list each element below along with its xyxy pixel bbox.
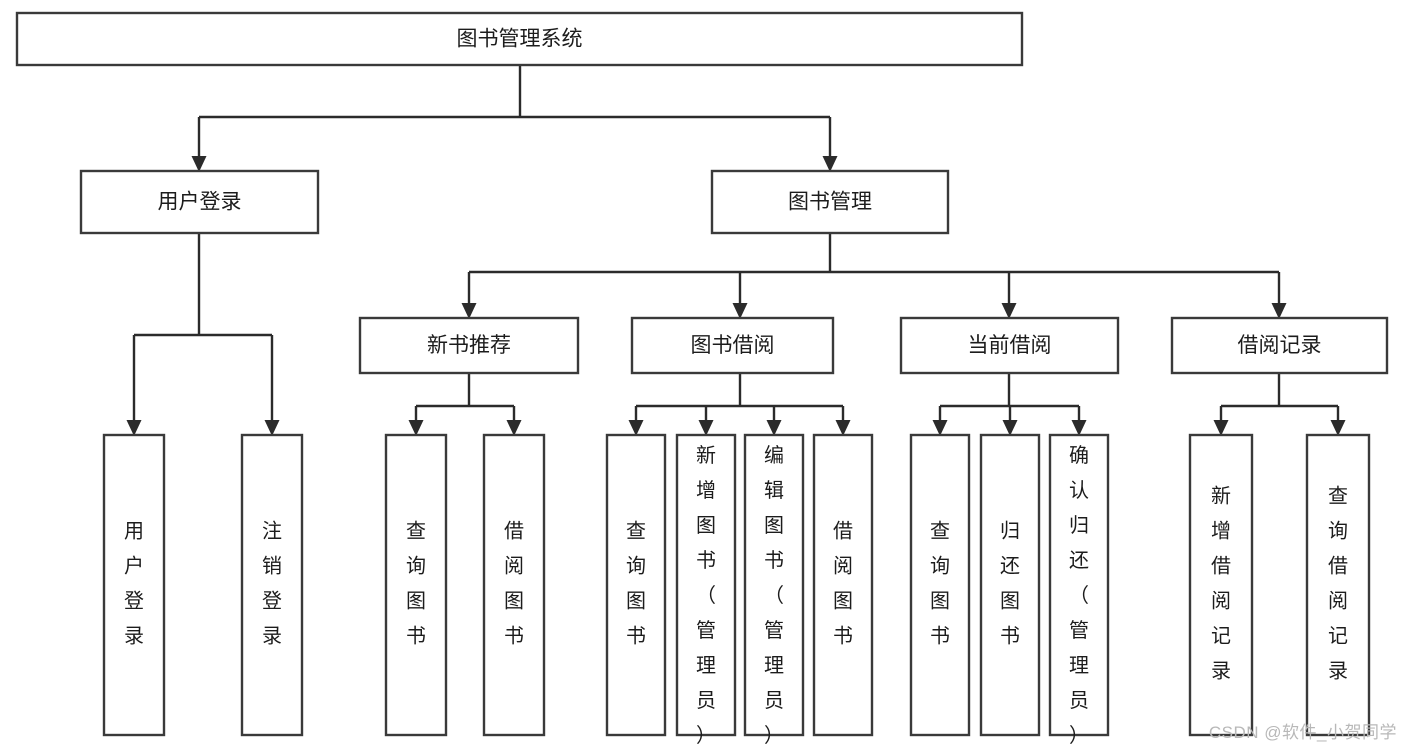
arrow-head [191,156,207,172]
node-book-borrow[interactable]: 图书借阅 [630,316,835,375]
node-box[interactable] [102,433,166,737]
node-leaf-query-record[interactable]: 查询借阅记录 [1305,433,1371,737]
node-label: 当前借阅 [968,334,1052,357]
node-label: 借阅图书 [833,520,853,648]
node-box[interactable] [1305,433,1371,737]
node-box[interactable] [358,316,580,375]
node-label: 查询借阅记录 [1328,485,1348,683]
node-user-login[interactable]: 用户登录 [79,169,320,235]
node-new-book-rec[interactable]: 新书推荐 [358,316,580,375]
node-label: 借阅图书 [504,520,524,648]
node-root[interactable]: 图书管理系统 [15,11,1024,67]
node-leaf-user-login[interactable]: 用户登录 [102,433,166,737]
connector-root-to-level2 [197,65,832,169]
node-leaf-add-record[interactable]: 新增借阅记录 [1188,433,1254,737]
node-label: 用户登录 [158,191,242,214]
node-box[interactable] [899,316,1120,375]
node-box[interactable] [743,433,805,737]
node-current-borrow[interactable]: 当前借阅 [899,316,1120,375]
node-label: 图书管理 [788,191,872,214]
node-box[interactable] [482,433,546,737]
arrow-head [766,420,782,436]
node-box[interactable] [1188,433,1254,737]
node-box[interactable] [79,169,320,235]
node-label: 新增借阅记录 [1211,485,1231,683]
arrow-head [1002,420,1018,436]
node-box[interactable] [710,169,950,235]
node-label: 确认归还（管理员） [1069,444,1089,747]
arrow-head [408,420,424,436]
arrow-head [835,420,851,436]
node-label: 借阅记录 [1238,334,1322,357]
arrow-head [264,420,280,436]
node-leaf-query-book-3[interactable]: 查询图书 [909,433,971,737]
node-label: 用户登录 [124,521,144,648]
arrow-head [698,420,714,436]
arrow-head [1330,420,1346,436]
node-label: 查询图书 [626,520,646,648]
connector-borrow-record-to-leaves [1219,373,1340,433]
arrow-head [628,420,644,436]
arrow-head [506,420,522,436]
node-label: 图书借阅 [691,334,775,357]
node-label: 归还图书 [1000,520,1020,648]
node-label: 查询图书 [930,520,950,648]
connector-book-manage-to-level3 [467,233,1281,316]
arrow-head [126,420,142,436]
arrow-head [822,156,838,172]
node-box[interactable] [15,11,1024,67]
node-box[interactable] [240,433,304,737]
node-leaf-logout[interactable]: 注销登录 [240,433,304,737]
arrow-head [1271,303,1287,319]
node-box[interactable] [675,433,737,737]
node-borrow-record[interactable]: 借阅记录 [1170,316,1389,375]
node-label: 新增图书（管理员） [696,444,716,747]
arrow-head [1213,420,1229,436]
node-box[interactable] [812,433,874,737]
node-label: 新书推荐 [427,334,511,357]
node-leaf-borrow-book-1[interactable]: 借阅图书 [482,433,546,737]
node-box[interactable] [1170,316,1389,375]
node-box[interactable] [1048,433,1110,737]
node-box[interactable] [630,316,835,375]
arrow-head [461,303,477,319]
node-leaf-edit-book[interactable]: 编辑图书（管理员） [743,433,805,747]
node-box[interactable] [384,433,448,737]
node-leaf-confirm-return[interactable]: 确认归还（管理员） [1048,433,1110,747]
arrow-head [932,420,948,436]
connector-new-book-rec-to-leaves [414,373,516,433]
arrow-head [1001,303,1017,319]
node-label: 图书管理系统 [457,28,583,51]
node-layer: 图书管理系统用户登录图书管理新书推荐图书借阅当前借阅借阅记录用户登录注销登录查询… [15,11,1389,747]
node-box[interactable] [605,433,667,737]
node-box[interactable] [909,433,971,737]
node-label: 查询图书 [406,520,426,648]
node-label: 注销登录 [262,520,282,648]
node-book-manage[interactable]: 图书管理 [710,169,950,235]
connector-layer [126,65,1346,436]
node-leaf-query-book-2[interactable]: 查询图书 [605,433,667,737]
node-leaf-query-book-1[interactable]: 查询图书 [384,433,448,737]
node-label: 编辑图书（管理员） [764,444,784,747]
connector-book-borrow-to-leaves [634,373,845,433]
connector-user-login-to-leaves [132,233,274,433]
watermark-text: CSDN @软件_小贺同学 [1208,723,1397,742]
arrow-head [732,303,748,319]
node-leaf-add-book[interactable]: 新增图书（管理员） [675,433,737,747]
node-leaf-return-book[interactable]: 归还图书 [979,433,1041,737]
node-leaf-borrow-book-2[interactable]: 借阅图书 [812,433,874,737]
node-box[interactable] [979,433,1041,737]
arrow-head [1071,420,1087,436]
